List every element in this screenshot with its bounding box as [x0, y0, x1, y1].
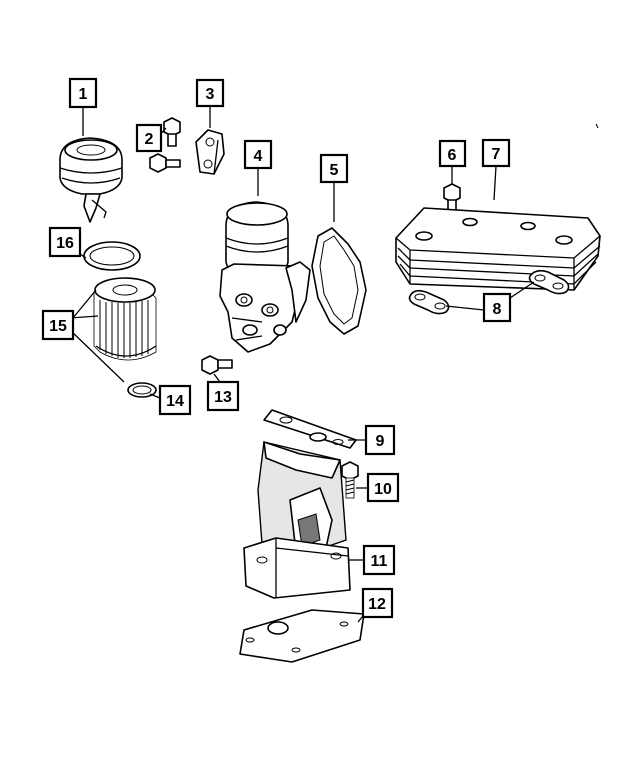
callout-2: 2: [135, 123, 163, 153]
callout-label: 8: [493, 301, 502, 318]
callout-12: 12: [361, 587, 394, 619]
callout-5: 5: [319, 153, 349, 184]
part-7-oil-cooler: [395, 207, 601, 291]
part-3-bracket: [195, 129, 225, 175]
part-12-base-gasket: [239, 609, 365, 663]
callout-label: 9: [376, 433, 385, 450]
part-14-o-ring: [127, 382, 157, 398]
callout-label: 7: [492, 146, 501, 163]
callout-1: 1: [68, 77, 98, 109]
part-13-bolt: [201, 355, 233, 375]
callout-4: 4: [243, 139, 273, 170]
callout-label: 14: [166, 393, 184, 410]
callout-label: 1: [79, 86, 88, 103]
part-6-bolt: [443, 183, 461, 215]
callout-label: 11: [371, 553, 388, 570]
callout-label: 13: [214, 389, 232, 406]
part-11-adapter: [243, 441, 351, 599]
part-5-housing-gasket: [311, 227, 367, 335]
callout-15: 15: [41, 309, 75, 341]
part-15-oil-filter: [93, 277, 157, 361]
edge-mark: [595, 123, 599, 129]
callout-14: 14: [158, 384, 192, 416]
callout-label: 6: [448, 147, 457, 164]
callout-8: 8: [482, 292, 512, 323]
callout-label: 2: [145, 131, 154, 148]
callout-label: 16: [56, 235, 74, 252]
callout-7: 7: [481, 138, 511, 168]
callout-label: 12: [368, 596, 386, 613]
part-10-long-bolt: [341, 461, 359, 499]
callout-11: 11: [362, 544, 396, 576]
callout-10: 10: [366, 472, 400, 503]
part-4-filter-housing: [219, 201, 311, 353]
part-16-o-ring: [83, 241, 141, 271]
callout-label: 5: [330, 162, 339, 179]
callout-13: 13: [206, 380, 240, 412]
callout-9: 9: [364, 424, 396, 456]
callout-label: 10: [374, 481, 392, 498]
callout-label: 3: [206, 86, 215, 103]
part-2-bolts: [149, 117, 181, 173]
part-9-upper-gasket: [263, 409, 357, 449]
callout-6: 6: [438, 139, 467, 168]
callout-label: 15: [49, 318, 67, 335]
callout-16: 16: [48, 226, 82, 258]
callout-3: 3: [195, 78, 225, 108]
part-1-filter-cap: [59, 137, 123, 223]
part-8-cooler-seals: [408, 269, 570, 315]
callout-label: 4: [254, 148, 263, 165]
